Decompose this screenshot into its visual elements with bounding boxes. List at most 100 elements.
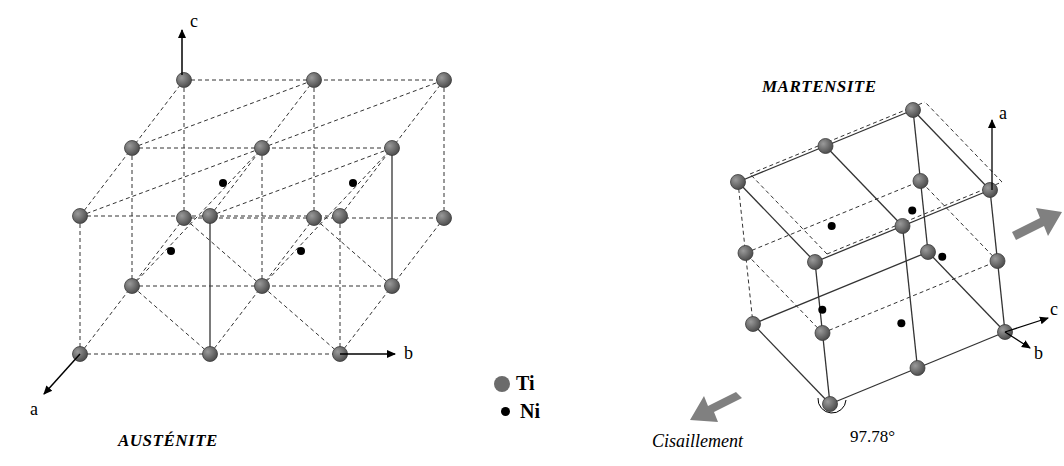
cell-edge	[815, 262, 830, 404]
ti-atom	[385, 141, 400, 156]
ni-atom	[908, 207, 916, 215]
cell-edge	[830, 332, 1005, 404]
ti-atom	[895, 219, 910, 234]
lattice-edge	[262, 148, 263, 286]
ti-atom	[913, 174, 928, 189]
lattice-edge	[209, 216, 210, 354]
legend-row: Ni	[498, 400, 540, 423]
cell-edge	[928, 252, 1005, 332]
ni-atom	[818, 306, 826, 314]
ti-atom	[125, 141, 140, 156]
lattice-edge	[314, 80, 315, 218]
legend-text: Ni	[520, 400, 540, 423]
ti-atom	[73, 209, 88, 224]
ti-atom	[731, 175, 746, 190]
shear-ghost-edge	[827, 182, 1002, 254]
ti-atom	[255, 279, 270, 294]
face-diagonal	[262, 148, 392, 286]
phase-title: MARTENSITE	[762, 78, 877, 95]
ti-atom	[177, 211, 192, 226]
face-diagonal	[184, 218, 262, 286]
legend-swatch	[494, 376, 510, 392]
ti-atom	[990, 254, 1005, 269]
face-diagonal	[80, 148, 262, 216]
ni-atom	[297, 247, 305, 255]
cell-edge	[746, 253, 823, 333]
ni-atom	[938, 253, 946, 261]
lattice-edge	[80, 218, 184, 354]
ti-atom	[437, 211, 452, 226]
lattice-edge	[210, 80, 314, 216]
face-diagonal	[132, 286, 210, 354]
cell-edge	[913, 110, 928, 252]
lattice-edge	[340, 216, 341, 354]
axis-label: b	[1034, 344, 1043, 362]
ti-atom	[333, 209, 348, 224]
ti-atom	[307, 73, 322, 88]
face-diagonal	[132, 80, 314, 148]
face-diagonal	[132, 148, 262, 286]
lattice-edge	[184, 80, 185, 218]
ti-atom	[203, 209, 218, 224]
ti-atom	[906, 103, 921, 118]
ni-atom	[167, 247, 175, 255]
legend-row: Ti	[494, 372, 535, 395]
ni-atom	[349, 179, 357, 187]
ti-atom	[203, 347, 218, 362]
cell-edge	[753, 324, 830, 404]
ti-atom	[738, 246, 753, 261]
ni-atom	[897, 319, 905, 327]
ti-atom	[385, 279, 400, 294]
cell-edge	[738, 182, 753, 324]
ti-atom	[983, 183, 998, 198]
axis-label: a	[999, 104, 1007, 122]
ti-atom	[921, 245, 936, 260]
cell-edge	[913, 110, 990, 190]
shear-ghost-edge	[750, 102, 925, 174]
face-diagonal	[262, 286, 340, 354]
shear-ghost-edge	[925, 102, 1002, 182]
ti-atom	[808, 255, 823, 270]
cell-edge	[738, 110, 913, 182]
ni-atom	[828, 222, 836, 230]
cell-edge	[738, 182, 815, 262]
axis-label: c	[190, 12, 198, 30]
lattice-edge	[444, 80, 445, 218]
cell-edge	[990, 190, 1005, 332]
ti-atom	[255, 141, 270, 156]
shear-ghost-edge	[750, 174, 827, 254]
legend-swatch	[501, 407, 510, 416]
ni-atom	[219, 179, 227, 187]
ti-atom	[437, 73, 452, 88]
lattice-edge	[80, 216, 81, 354]
lattice-edge	[132, 148, 133, 286]
face-diagonal	[210, 148, 392, 216]
ti-atom	[307, 211, 322, 226]
axis-label: b	[404, 344, 413, 362]
cell-edge	[826, 146, 903, 226]
cell-edge	[815, 190, 990, 262]
angle-label: 97.78°	[850, 428, 895, 445]
cell-edge	[903, 226, 918, 368]
ti-atom	[125, 279, 140, 294]
lattice-edge	[80, 80, 184, 216]
ti-atom	[746, 317, 761, 332]
cell-edge	[921, 181, 998, 261]
shear-label: Cisaillement	[652, 432, 743, 450]
ti-atom	[818, 139, 833, 154]
cell-edge	[753, 252, 928, 324]
ti-atom	[823, 397, 838, 412]
face-diagonal	[314, 218, 392, 286]
axis-label: a	[30, 400, 38, 418]
ti-atom	[815, 326, 830, 341]
axis-label: c	[1050, 300, 1058, 318]
phase-title: AUSTÉNITE	[118, 432, 218, 449]
lattice-edge	[391, 148, 392, 286]
lattice-edge	[210, 218, 314, 354]
ti-atom	[177, 73, 192, 88]
face-diagonal	[262, 80, 444, 148]
legend-text: Ti	[516, 372, 535, 395]
ti-atom	[910, 361, 925, 376]
